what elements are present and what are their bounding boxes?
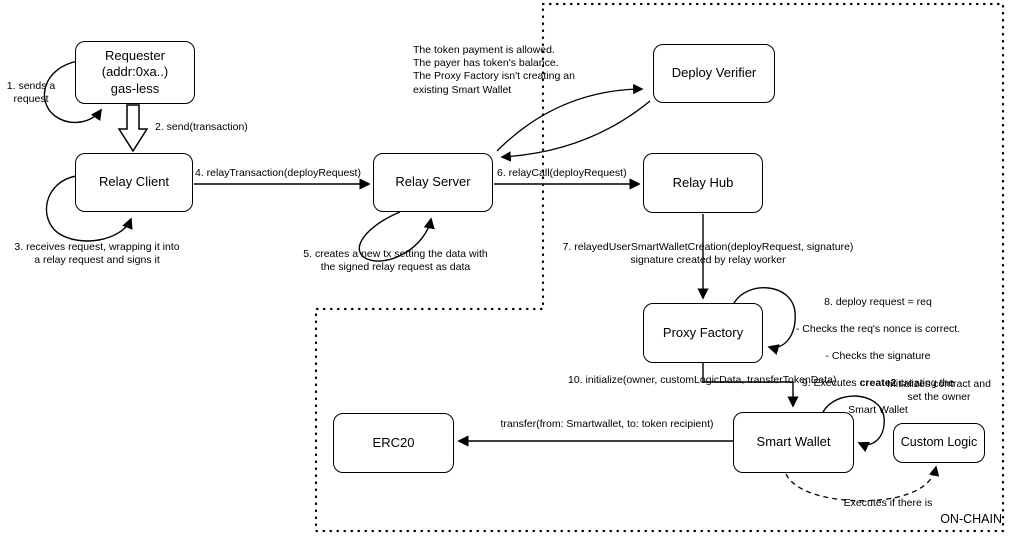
requester-node: Requester (addr:0xa..) gas-less xyxy=(75,41,195,104)
relay-client-self-loop-arrow xyxy=(45,175,133,242)
step8-line2: - Checks the req's nonce is correct. xyxy=(795,322,961,335)
step8-line3: - Checks the signature xyxy=(825,349,931,362)
initialize-arrow xyxy=(702,363,799,408)
verifier-to-server-arrow xyxy=(500,100,651,162)
relay-client-node: Relay Client xyxy=(75,153,193,212)
step2-label: 2. send(transaction) xyxy=(155,121,248,133)
initializes-contract-note: Initializes contract and set the owner xyxy=(887,378,991,404)
proxy-factory-node: Proxy Factory xyxy=(643,303,763,363)
step9-line1: 9. Executes create2 creating the xyxy=(778,377,978,391)
onchain-boundary xyxy=(314,2,1005,533)
requester-self-loop-arrow xyxy=(43,60,102,124)
relay-hub-node: Relay Hub xyxy=(643,153,763,213)
smart-wallet-self-loop-arrow xyxy=(822,395,885,453)
erc20-node: ERC20 xyxy=(333,413,454,473)
on-chain-region-label: ON-CHAIN xyxy=(940,512,1002,526)
executes-if-there-is-note: Executes if there is xyxy=(843,497,933,509)
step8-9-note: 8. deploy request = req - Checks the req… xyxy=(778,282,978,431)
relay-server-self-loop-arrow xyxy=(358,211,435,262)
step5-label: 5. creates a new tx setting the data wit… xyxy=(303,248,488,274)
step9-pre-text: 9. Executes xyxy=(801,376,860,389)
step10-label: 10. initialize(owner, customLogicData, t… xyxy=(568,374,837,386)
transfer-label: transfer(from: Smartwallet, to: token re… xyxy=(500,418,714,430)
relay-server-node: Relay Server xyxy=(373,153,493,212)
step4-label: 4. relayTransaction(deployRequest) xyxy=(195,167,361,179)
smart-wallet-node: Smart Wallet xyxy=(733,412,854,473)
send-transaction-block-arrow xyxy=(117,104,149,153)
deploy-verifier-node: Deploy Verifier xyxy=(653,44,775,103)
server-to-verifier-arrow xyxy=(496,83,644,152)
proxy-factory-self-loop-arrow xyxy=(733,287,796,355)
step8-line1: 8. deploy request = req xyxy=(824,295,932,308)
step9-post-text: creating the xyxy=(896,376,955,389)
executes-dashed-arrow xyxy=(785,465,940,502)
verifier-conditions-note: The token payment is allowed. The payer … xyxy=(413,44,575,96)
step9-create2-bold: create2 xyxy=(859,376,897,389)
custom-logic-node: Custom Logic xyxy=(893,423,985,463)
step6-label: 6. relayCall(deployRequest) xyxy=(497,167,627,179)
step1-label: 1. sends a request xyxy=(6,80,56,106)
step3-label: 3. receives request, wrapping it into a … xyxy=(14,241,180,267)
step7-label: 7. relayedUserSmartWalletCreation(deploy… xyxy=(562,241,854,267)
step9-line2: Smart Wallet xyxy=(848,403,908,416)
